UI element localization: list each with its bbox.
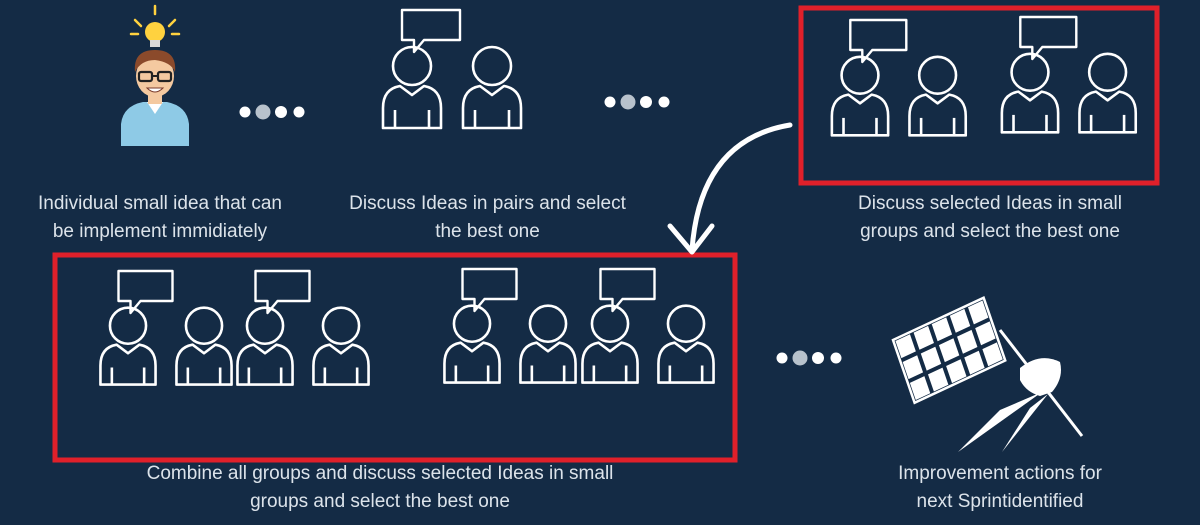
person-icon <box>312 306 370 386</box>
caption-pairs: Discuss Ideas in pairs and select the be… <box>330 190 645 246</box>
speech-bubble-icon <box>849 18 908 64</box>
pair-discussion-icon <box>443 267 577 384</box>
caption-finish: Improvement actions for next Sprintident… <box>870 460 1130 516</box>
person-icon <box>657 304 715 384</box>
ellipsis-dot <box>792 350 808 366</box>
curved-arrow-icon <box>667 122 793 255</box>
checkered-flag-icon <box>891 296 1084 452</box>
flag-square <box>938 338 960 363</box>
caption-combined-groups: Combine all groups and discuss selected … <box>120 460 640 516</box>
ellipsis-dots-icon <box>776 350 842 366</box>
caption-individual: Individual small idea that can be implem… <box>10 190 310 246</box>
flag-square <box>913 325 934 350</box>
pair-discussion-icon <box>830 18 968 137</box>
person-icon <box>519 304 577 384</box>
caption-line: groups and select the best one <box>250 491 510 512</box>
flag-square <box>964 350 985 375</box>
lightbulb-base <box>150 40 160 47</box>
smile <box>145 87 165 93</box>
caption-line: groups and select the best one <box>860 221 1120 242</box>
flag-square <box>946 359 967 384</box>
speech-bubble-icon <box>599 267 656 313</box>
flag-square <box>931 317 953 342</box>
flag-square <box>967 300 989 325</box>
pair-discussion-icon <box>1000 15 1138 134</box>
flag-square <box>975 321 996 346</box>
arrow-head <box>667 223 715 255</box>
arm-streak <box>958 392 1042 452</box>
flag-square <box>982 342 1003 367</box>
speech-bubble-icon <box>1019 15 1078 61</box>
ellipsis-dots-icon <box>239 104 305 120</box>
flag-square <box>949 308 971 333</box>
ellipsis-dot <box>658 96 670 108</box>
caption-line: Discuss selected Ideas in small <box>858 193 1122 214</box>
person-icon <box>830 55 890 137</box>
flag-square <box>920 346 942 371</box>
highlight-frame <box>798 5 1160 186</box>
arm-streak <box>1002 394 1048 452</box>
caption-line: Individual small idea that can <box>38 193 282 214</box>
flag-square <box>957 329 978 354</box>
collar <box>147 102 163 114</box>
person-with-lightbulb-icon <box>121 4 189 146</box>
ellipsis-dot <box>604 96 616 108</box>
caption-line: the best one <box>435 221 540 242</box>
person-icon <box>175 306 233 386</box>
caption-small-groups: Discuss selected Ideas in small groups a… <box>830 190 1150 246</box>
person-icon <box>236 306 294 386</box>
caption-line: next Sprintidentified <box>916 491 1084 512</box>
flag-square <box>902 355 924 380</box>
arrow-shaft <box>689 122 793 253</box>
speech-bubble-icon <box>254 269 311 315</box>
flag-square <box>895 334 916 359</box>
speech-bubble-icon <box>400 8 462 54</box>
lightbulb-rays <box>129 4 181 36</box>
ellipsis-dot <box>293 106 305 118</box>
person-icon <box>1000 52 1060 134</box>
highlight-frames <box>52 5 1160 463</box>
hair <box>134 50 176 72</box>
ellipsis-dot <box>640 96 652 108</box>
caption-line: Combine all groups and discuss selected … <box>146 463 614 484</box>
ellipsis-dot <box>239 106 251 118</box>
pair-discussion-icon <box>236 269 370 386</box>
person-icon <box>461 45 523 130</box>
caption-line: be implement immidiately <box>52 221 268 242</box>
hand <box>1020 358 1061 396</box>
ellipsis-dot <box>776 352 788 364</box>
lightbulb-icon <box>145 22 165 42</box>
pair-discussion-icon <box>581 267 715 384</box>
person-icon <box>581 304 639 384</box>
ellipsis-dot <box>812 352 824 364</box>
highlight-frame <box>52 252 738 463</box>
person-icon <box>1078 52 1138 134</box>
ellipsis-dot <box>255 104 271 120</box>
figures-layer <box>99 4 1138 452</box>
flag-square <box>927 367 949 392</box>
caption-line: Improvement actions for <box>898 463 1102 484</box>
speech-bubble-icon <box>461 267 518 313</box>
pair-discussion-icon <box>381 8 523 130</box>
shirt <box>121 102 189 146</box>
decor-layer <box>239 94 842 366</box>
caption-line: Discuss Ideas in pairs and select <box>349 193 626 214</box>
flag-square <box>909 376 931 401</box>
flag-cloth <box>891 296 1007 405</box>
ellipsis-dot <box>620 94 636 110</box>
person-icon <box>381 45 443 130</box>
ellipsis-dots-icon <box>604 94 670 110</box>
person-icon <box>99 306 157 386</box>
ellipsis-dot <box>275 106 287 118</box>
person-icon <box>443 304 501 384</box>
person-icon <box>908 55 968 137</box>
ellipsis-dot <box>830 352 842 364</box>
speech-bubble-icon <box>117 269 174 315</box>
pair-discussion-icon <box>99 269 233 386</box>
